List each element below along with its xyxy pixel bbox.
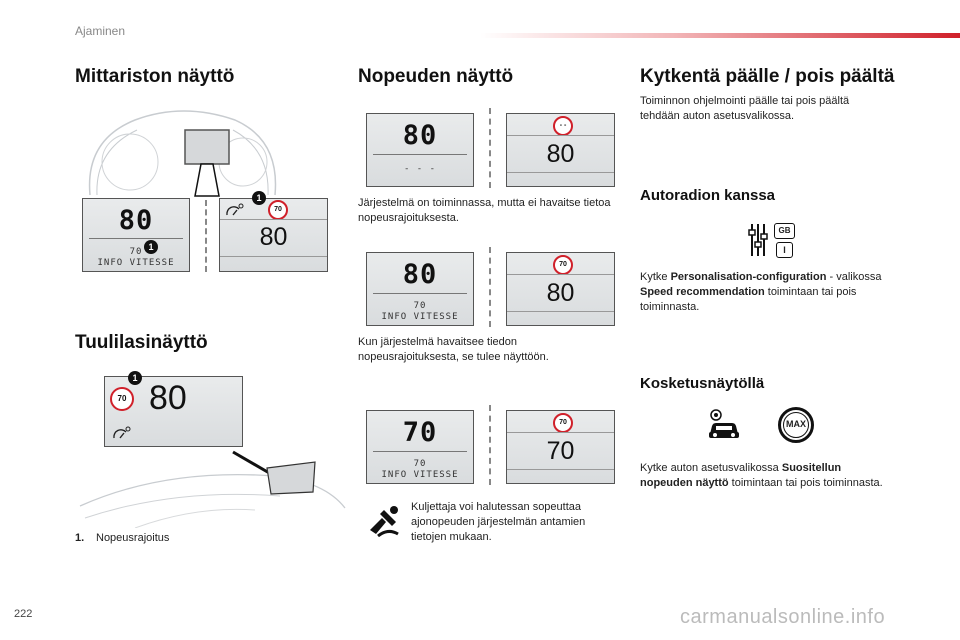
panel1-lcd-placeholder: - - - (403, 164, 437, 174)
cluster-display-title: Mittariston näyttö (75, 66, 235, 87)
lcd-divider (373, 293, 467, 294)
display-bottom-divider (507, 469, 614, 470)
panel3-lcd-limit-value: 70 (413, 459, 427, 469)
toggle-intro: Toiminnon ohjelmointi päälle tai pois pä… (640, 95, 850, 122)
panel2-sign: 70 (553, 255, 573, 275)
hud-title: Tuulilasinäyttö (75, 332, 208, 353)
car-settings-icon (709, 409, 739, 438)
panel1-display: - - 80 (506, 113, 615, 187)
hud-speed-limit-sign: 70 (110, 387, 134, 411)
panel1-lcd: 80 - - - (366, 113, 474, 187)
hud-speed: 80 (149, 379, 187, 417)
toggle-title: Kytkentä päälle / pois päältä (640, 66, 895, 87)
panel1-lcd-speed: 80 (402, 120, 438, 151)
section-label: Ajaminen (75, 24, 126, 38)
touchscreen-instructions: Kytke auton asetusvalikossa Suositellun … (640, 461, 890, 491)
cluster-lcd: 80 70 INFO VITESSE (82, 198, 190, 272)
panel2-display-speed: 80 (546, 279, 575, 307)
cluster-lcd-speed: 80 (118, 205, 154, 236)
panel2-lcd-limit-value: 70 (413, 301, 427, 311)
display-bottom-divider (507, 172, 614, 173)
driver-hands-icon (370, 506, 399, 538)
panel2-display: 70 80 (506, 252, 615, 326)
page-number: 222 (14, 608, 33, 620)
speed-limit-sign: 70 (268, 200, 288, 220)
display-top-divider (507, 432, 614, 433)
max-speed-icon: MAX (778, 407, 814, 443)
dashed-separator (489, 108, 491, 188)
footnote-text: Nopeusrajoitus (96, 532, 170, 544)
max-speed-label: MAX (783, 412, 809, 438)
speed-display-title: Nopeuden näyttö (358, 66, 514, 87)
callout-1-display: 1 (252, 191, 266, 205)
watermark: carmanualsonline.info (680, 606, 886, 628)
display-top-divider (507, 274, 614, 275)
settings-sliders-icon (748, 224, 768, 256)
cluster-display-speed: 80 (259, 223, 288, 251)
radio-subtitle: Autoradion kanssa (640, 187, 776, 204)
panel3-lcd: 70 70 INFO VITESSE (366, 410, 474, 484)
panel3-lcd-limit-label: INFO VITESSE (381, 470, 459, 480)
panel1-display-speed: 80 (546, 140, 575, 168)
dashed-separator (489, 405, 491, 485)
panel1-sign: - - (553, 116, 573, 136)
display-bottom-divider (220, 256, 327, 257)
touchscreen-subtitle: Kosketusnäytöllä (640, 375, 765, 392)
panel3-description: Kuljettaja voi halutessan sopeuttaa ajon… (411, 501, 586, 543)
footnote-number: 1. (75, 532, 85, 544)
panel2-description: Kun järjestelmä havaitsee tiedon nopeusr… (358, 336, 549, 363)
cluster-color-display: 70 80 (219, 198, 328, 272)
radio-instructions: Kytke Personalisation-configuration - va… (640, 270, 900, 315)
touch-text-post: toimintaan tai pois toiminnasta. (728, 477, 883, 489)
panel2-lcd-limit-label: INFO VITESSE (381, 312, 459, 322)
radio-text-menu: Personalisation-configuration (670, 271, 827, 283)
display-top-divider (220, 219, 327, 220)
panel2-lcd: 80 70 INFO VITESSE (366, 252, 474, 326)
dashed-separator (205, 200, 207, 272)
touch-text-pre: Kytke auton asetusvalikossa (640, 462, 782, 474)
radio-text-pre: Kytke (640, 271, 671, 283)
display-bottom-divider (507, 311, 614, 312)
instrument-cluster-illustration (88, 110, 277, 197)
cluster-lcd-limit-label: INFO VITESSE (97, 258, 175, 268)
touch-text-option: Suositellun nopeuden näyttö (640, 462, 842, 489)
header-accent-bar (480, 33, 960, 38)
display-top-divider (507, 135, 614, 136)
dashed-separator (489, 247, 491, 327)
panel3-display: 70 70 (506, 410, 615, 484)
callout-1-hud: 1 (128, 371, 142, 385)
radio-text-post: toimintaan tai pois toiminnasta. (640, 286, 857, 313)
lcd-divider (89, 238, 183, 239)
cluster-lcd-limit-value: 70 (129, 247, 143, 257)
speedometer-icon (226, 203, 244, 216)
panel3-display-speed: 70 (546, 437, 575, 465)
panel3-sign: 70 (553, 413, 573, 433)
windshield-illustration (79, 450, 346, 528)
callout-1-lcd: 1 (144, 240, 158, 254)
info-i-icon: I (776, 242, 793, 258)
lcd-divider (373, 451, 467, 452)
hud-display: 70 80 (104, 376, 243, 447)
radio-text-mid: - valikossa (826, 271, 882, 283)
panel1-description: Järjestelmä on toiminnassa, mutta ei hav… (358, 197, 611, 224)
panel2-lcd-speed: 80 (402, 259, 438, 290)
lcd-divider (373, 154, 467, 155)
language-gb-icon: GB (774, 223, 795, 239)
panel3-lcd-speed: 70 (402, 417, 438, 448)
hud-speedometer-icon (113, 426, 131, 439)
radio-text-option: Speed recommendation (640, 286, 765, 298)
